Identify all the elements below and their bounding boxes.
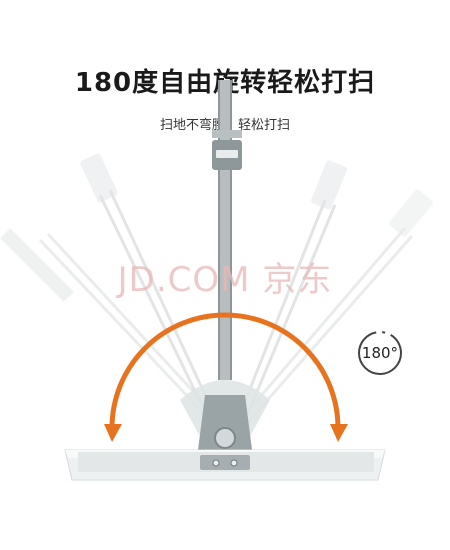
ghost-handle-right (238, 160, 347, 419)
arc-arrow-left (104, 424, 122, 442)
arc-arrow-right (330, 424, 348, 442)
badge-ring (358, 331, 402, 375)
badge-label: 180° (361, 344, 399, 362)
pivot-bolt (214, 427, 236, 449)
ghost-handle-far-right (240, 189, 433, 423)
rotation-badge: 180° (356, 329, 404, 377)
main-handle (212, 80, 242, 380)
rotation-arc (109, 312, 341, 429)
watermark: JD.COM 京东 (117, 260, 333, 300)
joint-housing (198, 395, 252, 450)
ghost-handle-left (80, 153, 216, 419)
squeegee-base (64, 449, 386, 481)
ghost-handle-far-left (0, 228, 217, 422)
